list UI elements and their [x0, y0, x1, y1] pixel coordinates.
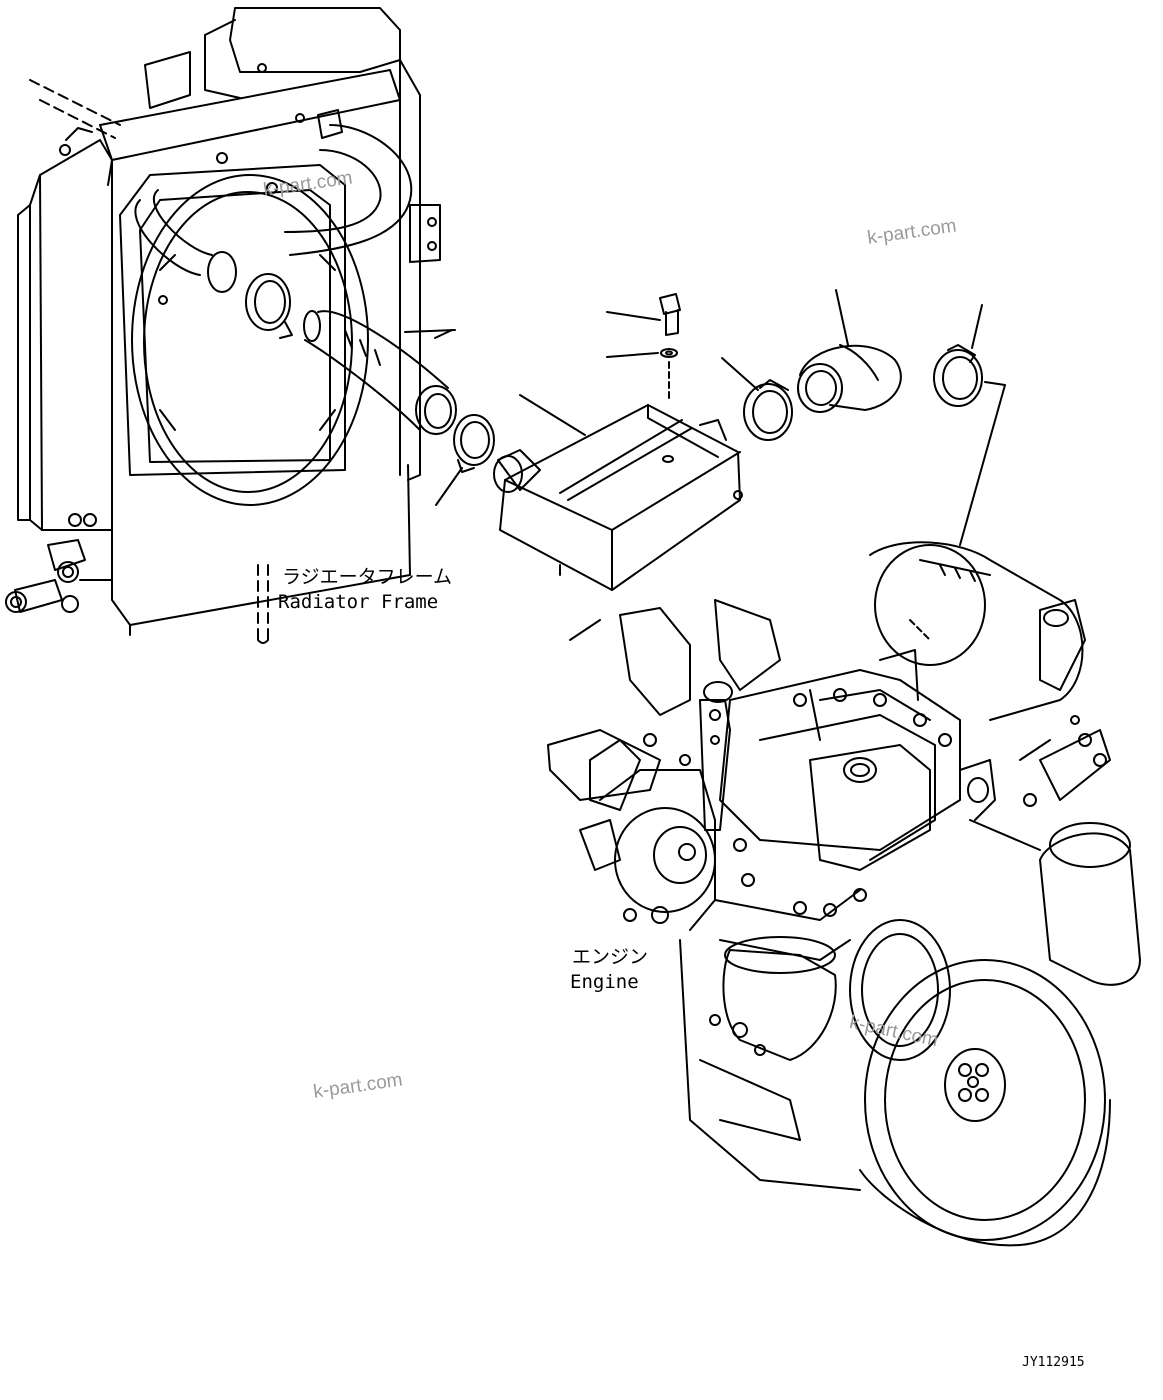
engine-label-en: Engine — [570, 971, 639, 993]
radiator-frame-label-jp: ラジエータフレーム — [282, 566, 453, 588]
hose-clamp-left — [435, 414, 495, 506]
hose-clamp-middle — [721, 357, 793, 441]
air-duct-box — [493, 394, 743, 591]
leader-line — [434, 329, 453, 339]
hose-clamp-right — [933, 304, 1006, 546]
radiator-frame-label-en: Radiator Frame — [278, 591, 439, 613]
lower-hose — [303, 310, 457, 435]
radiator-frame — [5, 7, 441, 644]
bolt-and-washer — [606, 293, 681, 401]
drawing-code: JY112915 — [1022, 1355, 1085, 1370]
engine-label-jp: エンジン — [572, 946, 649, 968]
elbow-hose — [797, 289, 902, 413]
engine — [547, 541, 1141, 1247]
